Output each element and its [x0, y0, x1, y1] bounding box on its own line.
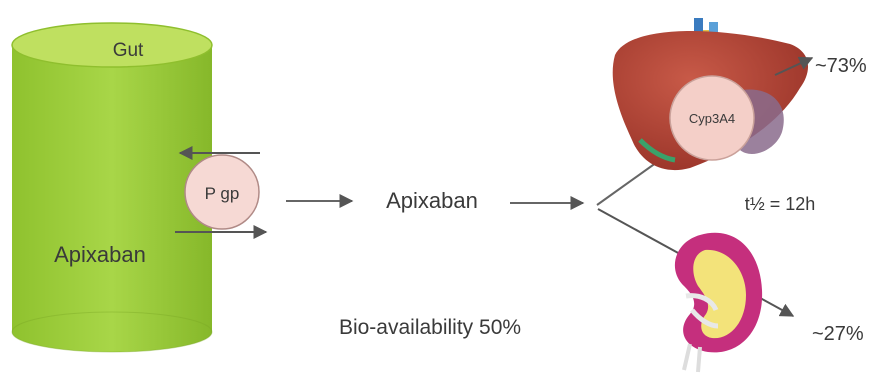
kidney-illustration: [674, 232, 763, 373]
gut-title: Gut: [113, 40, 144, 61]
pgp-transporter: [175, 146, 268, 239]
arrow-liver-out: [774, 56, 814, 76]
gut-drug-label: Apixaban: [54, 242, 146, 267]
cyp3a4-enzyme-circle: [669, 75, 755, 161]
flow-drug-label: Apixaban: [386, 188, 478, 213]
pgp-label: P gp: [205, 184, 240, 203]
bioavailability-label: Bio-availability 50%: [339, 316, 521, 339]
liver-fraction: ~73%: [815, 55, 867, 77]
kidney-fraction: ~27%: [812, 323, 864, 345]
cyp3a4-label: Cyp3A4: [689, 111, 735, 126]
half-life-label: t½ = 12h: [745, 194, 816, 214]
branch-to-liver: [596, 159, 661, 206]
gut-cylinder: [11, 22, 213, 353]
